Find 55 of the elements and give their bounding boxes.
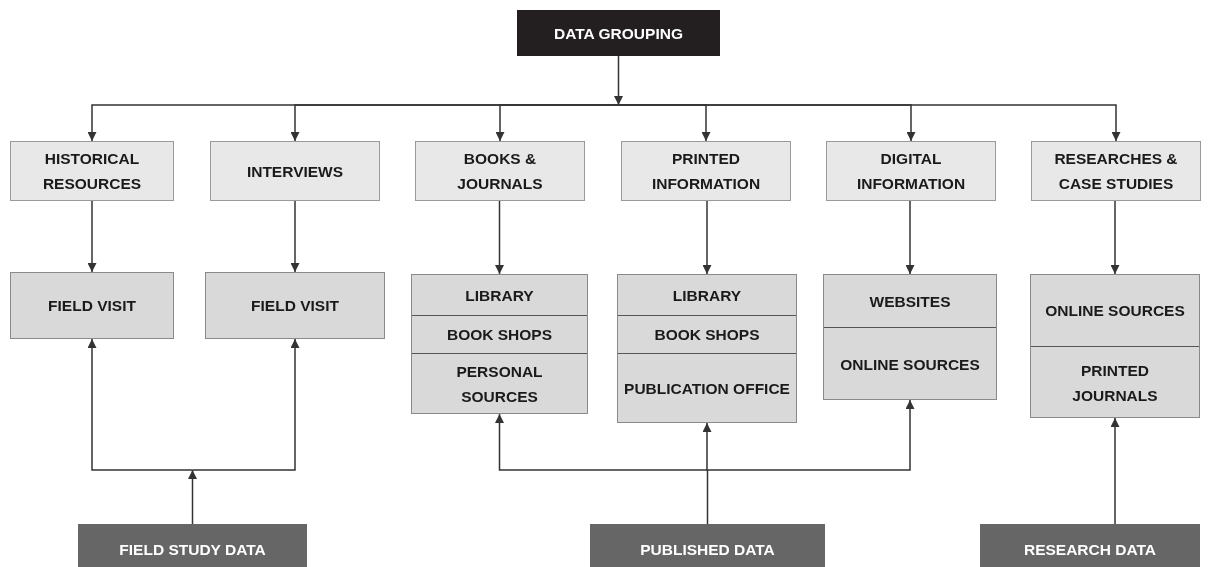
process-box	[10, 141, 174, 201]
arrow	[87, 200, 97, 273]
arrow	[702, 422, 712, 471]
process-box	[823, 274, 997, 400]
box-label: BOOKS & JOURNALS	[456, 149, 544, 194]
connector-line	[706, 469, 709, 525]
process-box	[617, 274, 797, 423]
box-label: DIGITAL INFORMATION	[855, 149, 967, 194]
title-box	[517, 10, 720, 56]
box-label: PERSONAL SOURCES	[455, 362, 544, 407]
process-box	[10, 272, 174, 339]
process-box	[1031, 141, 1201, 201]
box-label: PRINTED JOURNALS	[1071, 360, 1159, 406]
box-label: DATA GROUPING	[554, 23, 683, 44]
arrow	[290, 200, 300, 273]
arrow	[1110, 417, 1120, 525]
arrow	[191, 338, 300, 471]
arrow	[905, 200, 915, 275]
box-label: INTERVIEWS	[246, 161, 344, 182]
arrow	[1110, 200, 1120, 275]
box-label: ONLINE SOURCES	[1045, 301, 1185, 321]
box-label: HISTORICAL RESOURCES	[41, 149, 143, 194]
arrow	[617, 104, 1121, 142]
process-box	[1030, 274, 1200, 418]
process-box	[411, 274, 588, 414]
process-box	[826, 141, 996, 201]
box-label: FIELD STUDY DATA	[119, 539, 266, 560]
box-label: LIBRARY	[672, 285, 742, 306]
process-box	[415, 141, 585, 201]
arrow	[706, 399, 915, 471]
arrow	[495, 104, 620, 142]
source-box	[980, 524, 1200, 567]
arrow	[495, 200, 504, 275]
connector-line	[188, 469, 197, 525]
box-label: RESEARCHES & CASE STUDIES	[1053, 149, 1179, 194]
box-label: PRINTED INFORMATION	[650, 149, 762, 194]
box-label: PUBLISHED DATA	[640, 539, 775, 560]
box-label: BOOK SHOPS	[654, 325, 760, 345]
process-box	[621, 141, 791, 201]
arrow	[702, 200, 712, 275]
box-label: LIBRARY	[465, 285, 534, 306]
arrow	[87, 338, 194, 471]
box-label: BOOK SHOPS	[446, 325, 553, 345]
source-box	[590, 524, 825, 567]
source-box	[78, 524, 307, 567]
process-box	[210, 141, 380, 201]
process-box	[205, 272, 385, 339]
box-label: RESEARCH DATA	[1023, 539, 1156, 560]
box-label: WEBSITES	[869, 291, 951, 312]
box-label: ONLINE SOURCES	[840, 354, 980, 375]
connector-line	[614, 55, 623, 106]
box-label: FIELD VISIT	[48, 296, 136, 316]
arrow	[495, 413, 709, 471]
box-label: FIELD VISIT	[251, 296, 339, 316]
box-label: PUBLICATION OFFICE	[624, 379, 790, 399]
